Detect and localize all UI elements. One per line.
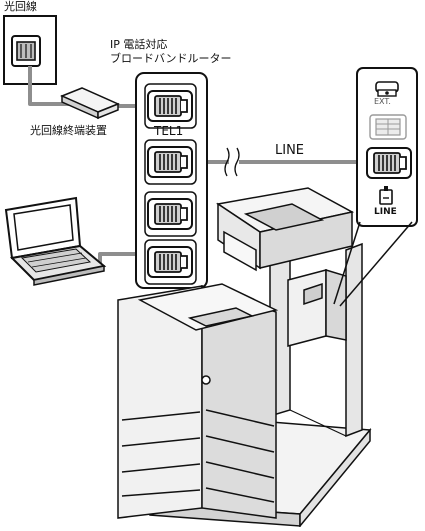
- phone-icon: [375, 81, 399, 97]
- router-label-line1: IP 電話対応: [110, 38, 168, 51]
- optical-line-label: 光回線: [4, 0, 37, 13]
- printer-icon: [117, 187, 372, 529]
- rj11-jack-icon: [147, 246, 193, 278]
- rj11-jack-icon: [147, 146, 193, 178]
- cable-break: [224, 147, 240, 177]
- rj11-jack-icon: [147, 198, 193, 230]
- line-port-label: LINE: [374, 207, 397, 217]
- ext-port-label: EXT.: [374, 97, 391, 106]
- router-label-line2: ブロードバンドルーター: [110, 52, 232, 65]
- onu-label: 光回線終端装置: [30, 124, 107, 137]
- printer-port-panel: [356, 67, 418, 227]
- ext-port: [369, 114, 407, 140]
- line-jack-symbol-icon: [379, 186, 393, 205]
- laptop-icon: [4, 196, 107, 286]
- rj11-jack-icon: [147, 90, 193, 122]
- tel1-label: TEL1: [154, 124, 184, 138]
- line-cable-label: LINE: [275, 143, 305, 158]
- rj11-jack-icon: [366, 147, 412, 179]
- onu-device: [60, 87, 120, 120]
- router-panel: [135, 72, 208, 289]
- callout-lines: [333, 221, 413, 307]
